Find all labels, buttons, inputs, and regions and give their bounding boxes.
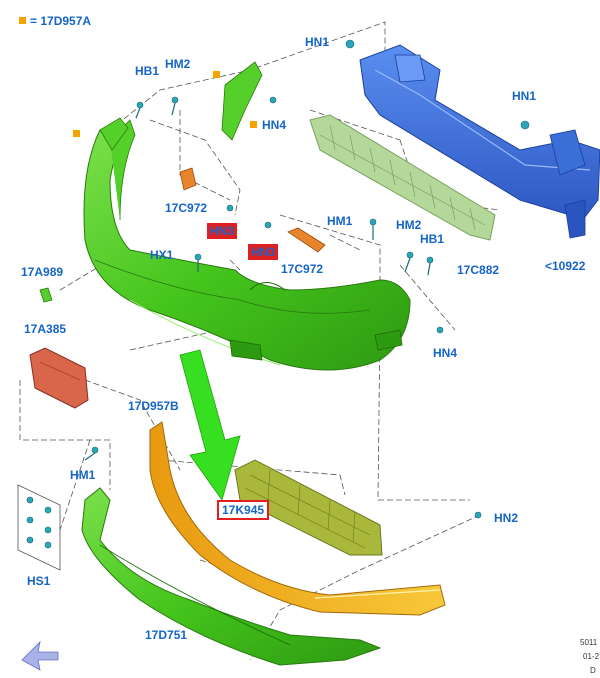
label-17c972-left: 17C972 [165, 201, 208, 215]
direction-arrow [179, 349, 241, 501]
label-hn4-right: HN4 [433, 346, 458, 360]
ref-line-2: 01-2 [583, 652, 600, 661]
label-hm2-right: HM2 [396, 218, 422, 232]
legend-square [19, 17, 26, 24]
marker-square [250, 121, 257, 128]
bumper-reinforcement [359, 44, 600, 239]
label-hb1-right: HB1 [420, 232, 445, 246]
label-17c972-mid: 17C972 [281, 262, 324, 276]
label-hn2: HN2 [494, 511, 519, 525]
label-hm1-left: HM1 [70, 468, 96, 482]
label-hn3-a: HN3 [207, 223, 238, 239]
fastener-shanks [84, 102, 431, 461]
marker-square [213, 71, 220, 78]
label-hs1: HS1 [27, 574, 51, 588]
part-17A989 [39, 287, 53, 303]
part-17C972-mid [287, 227, 326, 253]
upper-bracket-right [221, 61, 263, 141]
label-17a989: 17A989 [21, 265, 64, 279]
legend-text: = 17D957A [30, 14, 92, 28]
label-17k945: 17K945 [217, 500, 270, 520]
label-10922: <10922 [545, 259, 586, 273]
label-hm2-left: HM2 [165, 57, 191, 71]
lower-valance-17D751 [81, 487, 382, 666]
upper-bracket-left [99, 117, 129, 151]
label-17c882: 17C882 [457, 263, 500, 277]
label-17d751: 17D751 [145, 628, 188, 642]
view-arrow-icon [21, 640, 59, 671]
label-hx1: HX1 [150, 248, 174, 262]
label-hb1-left: HB1 [135, 64, 160, 78]
marker-square [73, 130, 80, 137]
part-17C972-left [179, 167, 197, 191]
screw-kit-HS1 [17, 484, 61, 571]
energy-absorber-17C882 [309, 114, 496, 241]
label-17d957b: 17D957B [128, 399, 179, 413]
license-plate-bracket-17A385 [29, 347, 89, 409]
lower-spoiler-17D957B [149, 421, 446, 616]
label-hn4-top: HN4 [262, 118, 287, 132]
label-hn3-b: HN3 [248, 244, 279, 260]
label-hn1-right: HN1 [512, 89, 537, 103]
label-17a385: 17A385 [24, 322, 67, 336]
ref-line-3: D [590, 666, 596, 675]
label-hn1-top: HN1 [305, 35, 330, 49]
label-hm1-mid: HM1 [327, 214, 353, 228]
bumper-cover [83, 119, 411, 371]
ref-line-1: 5011 [580, 638, 598, 647]
